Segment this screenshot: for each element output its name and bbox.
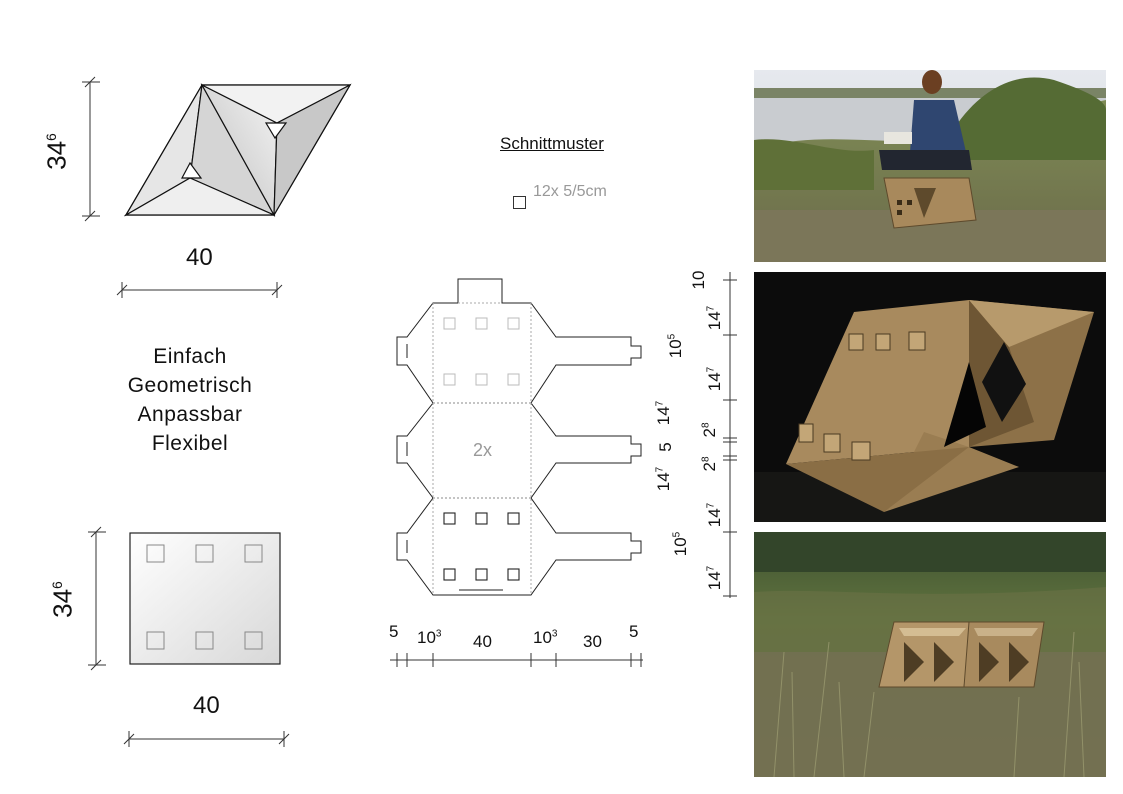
top-view-drawing — [82, 76, 352, 222]
pattern-legend: 12x 5/5cm — [533, 183, 607, 200]
front-view-width-dimline — [123, 731, 290, 747]
pattern-dim-label: 5 — [389, 622, 399, 641]
top-view-height-label: 346 — [41, 133, 72, 170]
side-dim-label: 147 — [705, 565, 724, 591]
side-dimension-line — [723, 272, 737, 598]
legend-square-icon — [513, 196, 526, 209]
side-dim-label: 147 — [705, 502, 724, 528]
feature-item: Anpassbar — [137, 403, 243, 426]
front-view-drawing — [88, 526, 281, 671]
photo-stools-grass — [754, 532, 1106, 777]
photo-stool-night — [754, 272, 1106, 522]
top-view-width-dimline — [116, 282, 283, 298]
side-dim-label: 10 — [689, 270, 708, 290]
pattern-dim-label: 5 — [629, 622, 639, 641]
feature-item: Einfach — [153, 345, 227, 368]
pattern-vdim-label: 147 — [654, 466, 673, 492]
pattern-dim-label: 30 — [583, 632, 602, 651]
front-view-height-label: 346 — [47, 581, 78, 618]
pattern-dim-label: 40 — [473, 632, 492, 651]
front-view-width-label: 40 — [193, 692, 220, 719]
feature-item: Geometrisch — [127, 374, 253, 397]
side-dim-label: 147 — [705, 366, 724, 392]
pattern-vdim-label: 105 — [666, 333, 685, 359]
top-view-width-label: 40 — [186, 244, 213, 271]
pattern-dim-label: 103 — [417, 628, 442, 647]
side-dim-label: 147 — [705, 305, 724, 331]
pattern-vdim-label: 147 — [654, 400, 673, 426]
feature-list: Einfach Geometrisch Anpassbar Flexibel — [100, 342, 280, 458]
photo-person-sitting — [754, 70, 1106, 262]
cutting-pattern — [390, 278, 643, 667]
pattern-vdim-label: 5 — [656, 442, 675, 452]
feature-item: Flexibel — [151, 432, 229, 455]
side-dim-label: 28 — [700, 422, 719, 438]
pattern-multiplier: 2x — [473, 440, 493, 460]
pattern-title: Schnittmuster — [500, 134, 604, 153]
pattern-vdim-label: 105 — [671, 531, 690, 557]
pattern-dim-label: 103 — [533, 628, 558, 647]
side-dim-label: 28 — [700, 456, 719, 472]
